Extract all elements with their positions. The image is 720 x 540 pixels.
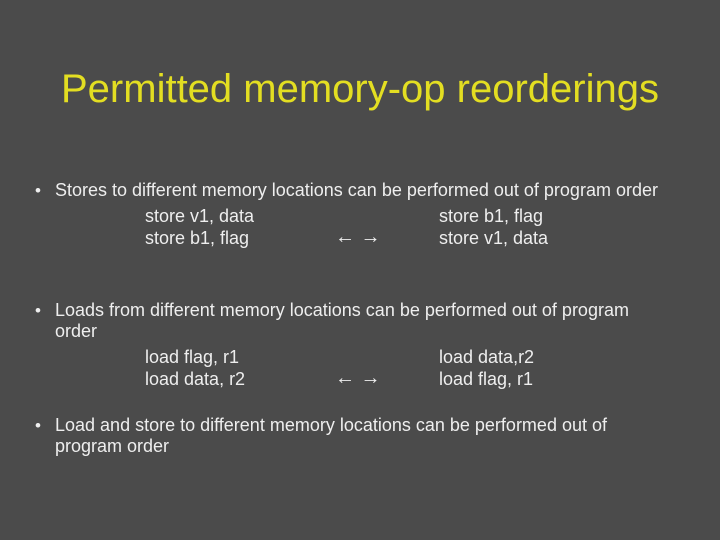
bullet-marker-icon: • <box>35 301 41 320</box>
bullet-line: • Load and store to different memory loc… <box>35 415 690 457</box>
bullet-line: • Stores to different memory locations c… <box>35 180 690 201</box>
bullet-text-loads: Loads from different memory locations ca… <box>55 300 629 341</box>
code-left-load-2: load data, r2 <box>145 369 246 389</box>
bullet-section-stores: • Stores to different memory locations c… <box>35 180 690 249</box>
code-right-load-2: load flag, r1 <box>439 369 534 389</box>
code-example-stores: store v1, data store b1, flag store b1, … <box>145 205 690 249</box>
code-row: store v1, data store b1, flag <box>145 205 690 227</box>
bullet-section-load-store: • Load and store to different memory loc… <box>35 415 690 457</box>
bidirectional-arrow-icon: ← → <box>335 226 381 248</box>
code-left-store-1: store v1, data <box>145 206 255 226</box>
bullet-text-stores: Stores to different memory locations can… <box>55 180 658 200</box>
bullet-section-loads: • Loads from different memory locations … <box>35 300 690 390</box>
bidirectional-arrow-icon: ← → <box>335 367 381 389</box>
bullet-line: • Loads from different memory locations … <box>35 300 690 342</box>
code-left-store-2: store b1, flag <box>145 228 250 248</box>
bullet-marker-icon: • <box>35 181 41 200</box>
code-row: store b1, flag ← → store v1, data <box>145 227 690 249</box>
bidirectional-arrow-icon <box>335 346 439 368</box>
bidirectional-arrow-icon <box>335 205 439 227</box>
slide-title: Permitted memory-op reorderings <box>61 67 659 111</box>
bullet-marker-icon: • <box>35 416 41 435</box>
code-right-store-1: store b1, flag <box>439 206 544 226</box>
code-example-loads: load flag, r1 load data,r2 load data, r2… <box>145 346 690 390</box>
code-left-load-1: load flag, r1 <box>145 347 240 367</box>
bullet-text-load-store: Load and store to different memory locat… <box>55 415 607 456</box>
code-right-load-1: load data,r2 <box>439 347 535 367</box>
code-row: load flag, r1 load data,r2 <box>145 346 690 368</box>
code-right-store-2: store v1, data <box>439 228 549 248</box>
code-row: load data, r2 ← → load flag, r1 <box>145 368 690 390</box>
